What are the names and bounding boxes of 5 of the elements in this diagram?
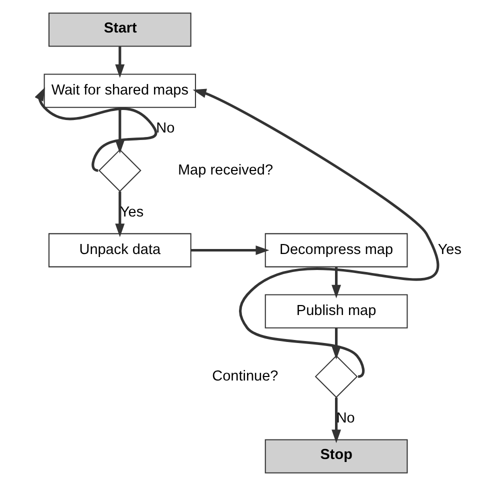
edge-label: No [156,120,175,136]
node-label: Continue? [212,368,278,384]
edge-label: Yes [438,242,462,258]
node-label: Map received? [178,162,274,178]
edge-label: No [336,410,355,426]
